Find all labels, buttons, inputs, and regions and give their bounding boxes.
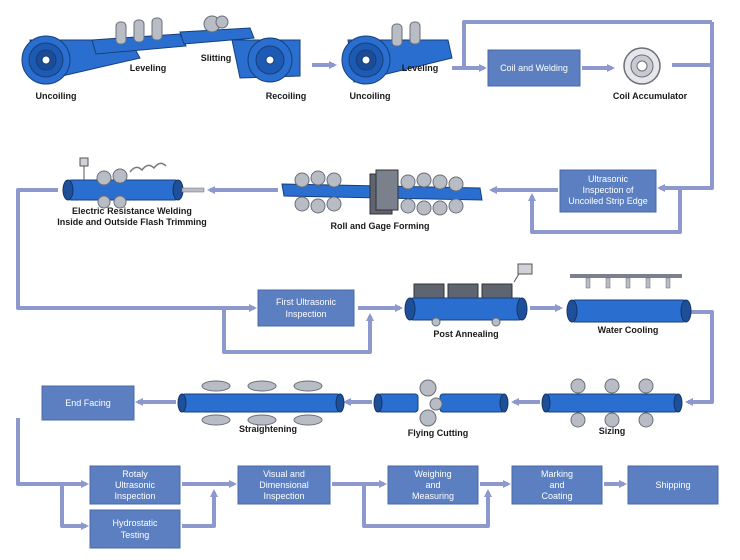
slitting-illustration	[179, 15, 255, 45]
post-annealing-illustration	[404, 263, 533, 327]
label-uncoiling: Uncoiling	[36, 91, 77, 101]
label-flying-cutting: Flying Cutting	[408, 428, 469, 438]
marking-line-1: Marking	[541, 469, 573, 479]
visual-dimensional-box: Visual and Dimensional Inspection	[237, 465, 331, 505]
label-leveling: Leveling	[130, 63, 167, 73]
flow-arrow-strip-bypass	[528, 188, 682, 234]
flow-arrow-to-first-ultrasonic	[16, 188, 257, 312]
marking-box: Marking and Coating	[511, 465, 603, 505]
hydrostatic-box: Hydrostatic Testing	[89, 509, 181, 549]
ultrasonic-strip-line-2: Inspection of	[582, 185, 634, 195]
uncoiling2-illustration	[341, 21, 453, 85]
rotaly-line-2: Ultrasonic	[115, 480, 156, 490]
flow-arrow-weigh-bypass	[362, 484, 492, 528]
label-recoiling: Recoiling	[266, 91, 307, 101]
label-erw-line-2: Inside and Outside Flash Trimming	[57, 217, 207, 227]
hydrostatic-line-1: Hydrostatic	[112, 518, 158, 528]
visual-line-1: Visual and	[263, 469, 305, 479]
weighing-line-3: Measuring	[412, 491, 454, 501]
erw-illustration	[62, 157, 205, 209]
shipping-text: Shipping	[655, 480, 690, 490]
flow-arrow-ultrasonic-bypass	[222, 308, 374, 354]
uncoiling-illustration	[21, 35, 141, 85]
weighing-line-2: and	[425, 480, 440, 490]
marking-line-3: Coating	[541, 491, 572, 501]
label-leveling-2: Leveling	[402, 63, 439, 73]
label-post-annealing: Post Annealing	[433, 329, 498, 339]
rotaly-line-1: Rotaly	[122, 469, 148, 479]
marking-line-2: and	[549, 480, 564, 490]
coil-welding-text: Coil and Welding	[500, 63, 568, 73]
water-cooling-illustration	[566, 274, 692, 323]
rotaly-line-3: Inspection	[114, 491, 155, 501]
label-straightening: Straightening	[239, 424, 297, 434]
label-roll-gage-forming: Roll and Gage Forming	[330, 221, 429, 231]
first-ultrasonic-line-2: Inspection	[285, 309, 326, 319]
straightening-illustration	[177, 380, 345, 426]
visual-line-3: Inspection	[263, 491, 304, 501]
coil-welding-box: Coil and Welding	[487, 49, 581, 87]
flow-arrow-to-sizing	[685, 310, 714, 406]
coil-accumulator-illustration	[623, 47, 661, 85]
flow-lines	[16, 20, 714, 530]
end-facing-text: End Facing	[65, 398, 111, 408]
sizing-illustration	[541, 378, 683, 428]
rotaly-ultrasonic-box: Rotaly Ultrasonic Inspection	[89, 465, 181, 505]
flow-arrow-hydro-join	[182, 489, 218, 528]
roll-forming-illustration	[281, 169, 483, 216]
end-facing-box: End Facing	[41, 385, 135, 421]
shipping-box: Shipping	[627, 465, 719, 505]
flow-arrow-to-rotaly	[16, 418, 89, 488]
weighing-box: Weighing and Measuring	[387, 465, 479, 505]
label-coil-accumulator: Coil Accumulator	[613, 91, 688, 101]
flying-cutting-illustration	[373, 379, 509, 427]
first-ultrasonic-box: First Ultrasonic Inspection	[257, 289, 355, 327]
flow-arrow-to-ultrasonic-strip	[657, 63, 714, 192]
visual-line-2: Dimensional	[259, 480, 309, 490]
label-water-cooling: Water Cooling	[598, 325, 659, 335]
leveling-illustration	[91, 17, 187, 55]
recoiling-illustration	[231, 37, 301, 83]
label-slitting: Slitting	[201, 53, 232, 63]
ultrasonic-strip-box: Ultrasonic Inspection of Uncoiled Strip …	[559, 169, 657, 213]
label-sizing: Sizing	[599, 426, 626, 436]
weighing-line-1: Weighing	[414, 469, 451, 479]
label-erw-line-1: Electric Resistance Welding	[72, 206, 192, 216]
label-uncoiling-2: Uncoiling	[350, 91, 391, 101]
first-ultrasonic-line-1: First Ultrasonic	[276, 297, 337, 307]
ultrasonic-strip-line-1: Ultrasonic	[588, 174, 629, 184]
flow-arrow-to-hydrostatic	[60, 484, 89, 530]
ultrasonic-strip-line-3: Uncoiled Strip Edge	[568, 196, 648, 206]
hydrostatic-line-2: Testing	[121, 530, 150, 540]
